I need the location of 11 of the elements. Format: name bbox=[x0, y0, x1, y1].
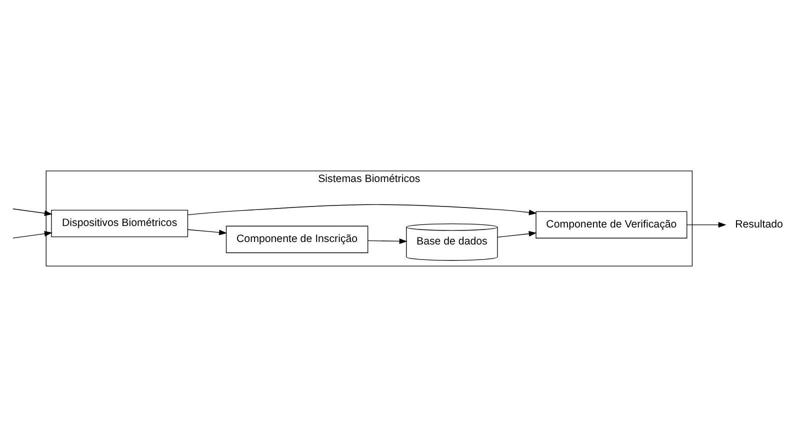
node-box: Componente de Verificação bbox=[536, 211, 688, 238]
node-text: Resultado bbox=[735, 218, 783, 230]
node-box: Componente de Inscrição bbox=[226, 226, 368, 254]
arrow bbox=[368, 238, 408, 244]
node-box: Dispositivos Biométricos bbox=[51, 210, 188, 238]
arrow bbox=[497, 230, 537, 238]
arrow bbox=[12, 230, 52, 238]
arrow bbox=[187, 204, 537, 216]
arrow bbox=[12, 208, 52, 216]
arrow bbox=[686, 222, 726, 228]
arrow bbox=[188, 229, 228, 236]
